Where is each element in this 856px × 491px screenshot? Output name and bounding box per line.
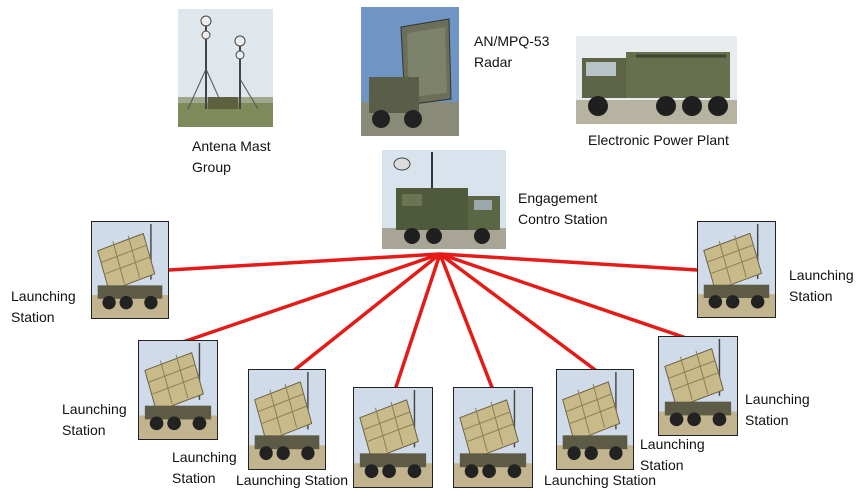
link-line-3 (179, 252, 441, 345)
launcher-photo-3 (138, 340, 218, 440)
launcher-photo-5 (353, 387, 433, 488)
launcher-photo-1 (91, 221, 169, 319)
launcher-label-7: Launching Station (640, 436, 705, 473)
antenna-mast-photo (178, 9, 273, 127)
control-station-label: Engagement Contro Station (518, 190, 608, 227)
link-line-1 (168, 252, 441, 272)
launcher-label-3: Launching Station (62, 401, 127, 438)
link-line-6 (438, 253, 495, 391)
link-line-7 (438, 252, 600, 374)
antenna-mast-label: Antena Mast Group (192, 138, 271, 175)
control-station-truck-photo (382, 150, 506, 249)
radar-label: AN/MPQ-53 Radar (474, 33, 550, 70)
power-plant-truck-photo (576, 36, 737, 124)
launcher-photo-6 (453, 387, 533, 488)
launcher-label-6: Launching Station (172, 449, 237, 486)
link-line-4 (290, 252, 442, 374)
radar-photo (361, 7, 459, 136)
link-line-2 (439, 252, 698, 272)
launcher-label-5: Launching Station (544, 472, 657, 488)
launcher-photo-2 (697, 221, 776, 318)
launcher-photo-7 (556, 369, 634, 470)
launcher-label-4: Launching Station (236, 472, 349, 488)
launcher-photo-4 (248, 369, 326, 470)
launcher-label-1: Launching Station (11, 288, 76, 325)
launcher-label-8: Launching Station (745, 391, 810, 428)
link-line-5 (393, 253, 442, 391)
launcher-label-2: Launching Station (789, 267, 854, 304)
launcher-photo-8 (658, 336, 738, 436)
link-line-8 (439, 252, 696, 343)
power-plant-label: Electronic Power Plant (588, 132, 729, 148)
